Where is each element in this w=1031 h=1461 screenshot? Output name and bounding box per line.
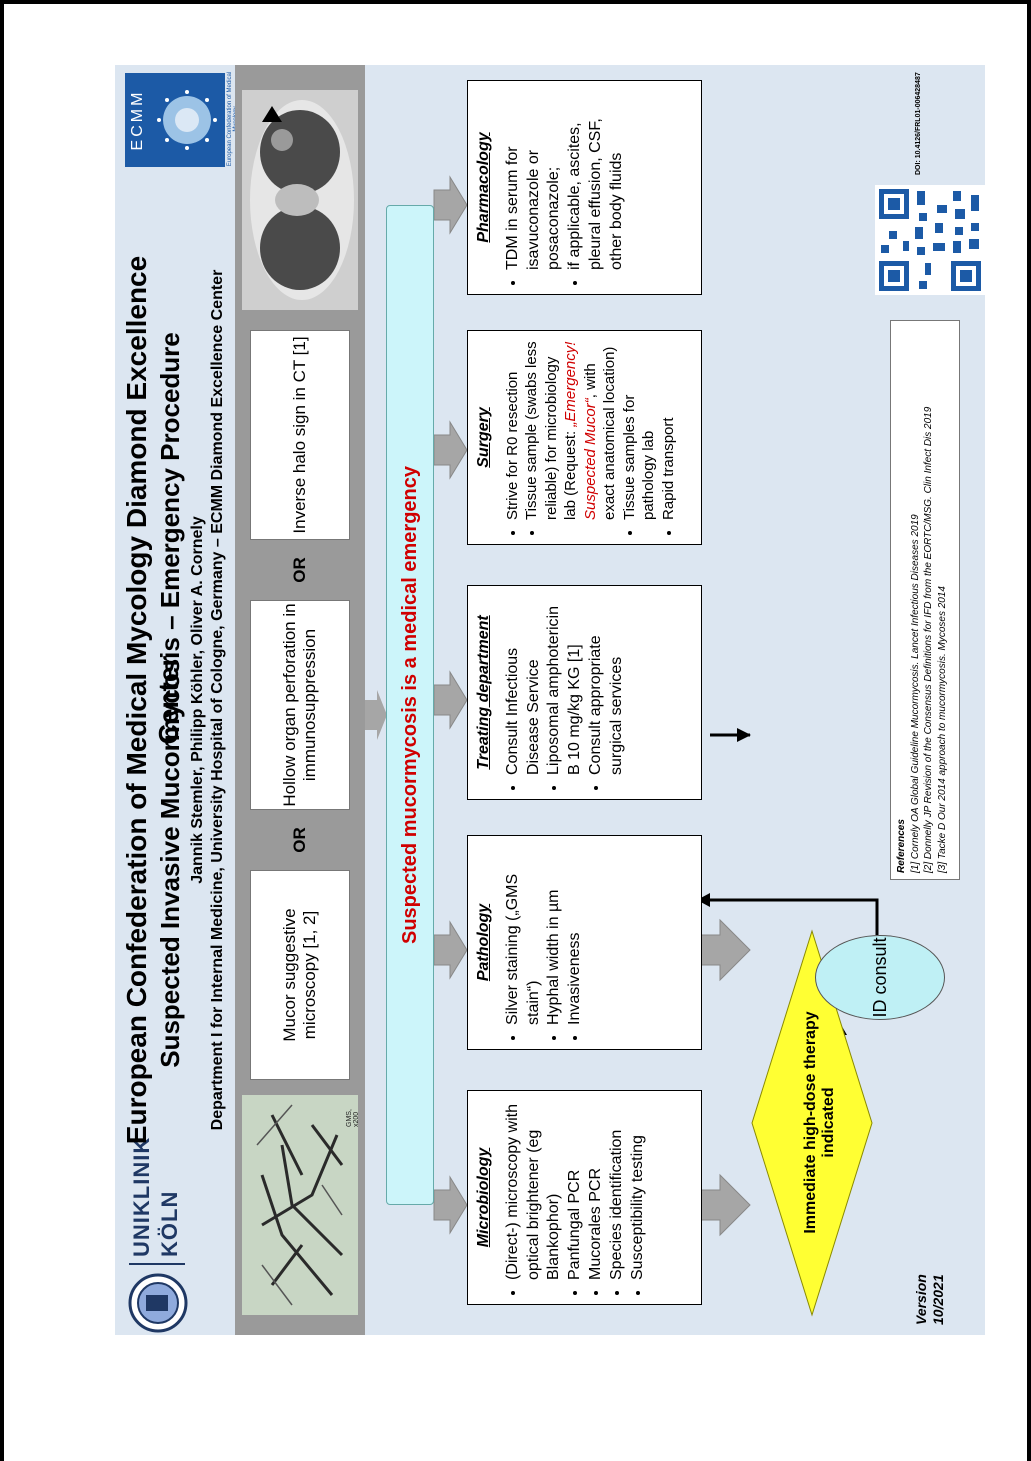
list-item: Tissue samples for pathology lab <box>620 337 659 520</box>
list-item: Invasiveness <box>565 842 586 1026</box>
ecmm-logo: ECMM <box>125 73 225 167</box>
reference-item: [1] Cornely OA Global Guideline Mucormyc… <box>909 514 921 873</box>
id-consult-label: ID consult <box>869 937 890 1018</box>
reference-item: [3] Tacke D Our 2014 approach to mucormy… <box>936 586 948 873</box>
version-info: Version 10/2021 <box>913 1245 947 1325</box>
uniklinik-logo: UNIKLINIK KÖLN <box>123 1137 223 1333</box>
references-heading: References <box>896 819 907 873</box>
list-item: Species identification <box>607 1097 628 1280</box>
uniklinik-seal-icon <box>128 1273 188 1333</box>
microbiology-box: Microbiology (Direct-) microscopy with o… <box>467 1090 702 1305</box>
list-item: Consult Infectious Disease Service <box>503 592 545 775</box>
version-label: Version <box>913 1274 929 1325</box>
pharmacology-list: TDM in serum for isavuconazole or posaco… <box>503 87 628 288</box>
pathology-box: Pathology Silver staining („GMS stain“) … <box>467 835 702 1050</box>
microbiology-list: (Direct-) microscopy with optical bright… <box>503 1097 649 1298</box>
list-item: Consult appropriate surgical services <box>586 592 628 775</box>
ecmm-globe-icon <box>157 90 217 150</box>
treating-department-box: Treating department Consult Infectious D… <box>467 585 702 800</box>
ct-scan-image <box>242 90 358 310</box>
emergency-banner: Suspected mucormycosis is a medical emer… <box>386 205 434 1205</box>
list-item: Liposomal amphotericin B 10 mg/kg KG [1] <box>544 592 586 775</box>
lung-ct-image <box>242 90 358 310</box>
treating-list: Consult Infectious Disease Service Lipos… <box>503 592 628 793</box>
list-item: TDM in serum for isavuconazole or posaco… <box>503 87 565 270</box>
qr-code <box>875 185 985 295</box>
band-arrow-spacer <box>359 685 367 745</box>
id-consult-oval: ID consult <box>815 935 945 1020</box>
treating-title: Treating department <box>475 615 492 770</box>
list-item: Tissue sample (swabs less reliable) for … <box>522 337 620 520</box>
list-item: Silver staining („GMS stain“) <box>503 842 545 1025</box>
flow-arrows <box>365 175 879 1237</box>
pathology-title: Pathology <box>475 903 492 982</box>
diamond-label: Immediate high-dose therapy indicated <box>802 1011 837 1234</box>
surgery-title: Surgery <box>475 407 492 468</box>
poster: UNIKLINIK KÖLN European Confederation of… <box>115 65 985 1335</box>
diamond-shape <box>751 929 873 1317</box>
list-item: Mucorales PCR <box>586 1097 607 1280</box>
pharmacology-title: Pharmacology <box>475 132 492 243</box>
list-item: Panfungal PCR <box>565 1097 586 1280</box>
microscopy-image: GMS, x200 <box>242 1095 358 1315</box>
list-item: Susceptibility testing <box>628 1097 649 1280</box>
pharmacology-box: Pharmacology TDM in serum for isavuconaz… <box>467 80 702 295</box>
list-item: (Direct-) microscopy with optical bright… <box>503 1097 565 1280</box>
pathology-list: Silver staining („GMS stain“) Hyphal wid… <box>503 842 586 1043</box>
reference-item: [2] Donnelly JP Revision of the Consensu… <box>923 406 934 873</box>
microbiology-title: Microbiology <box>475 1147 492 1248</box>
fungal-hyphae-image <box>242 1095 358 1315</box>
references-box: References [1] Cornely OA Global Guideli… <box>890 320 960 880</box>
therapy-diamond: Immediate high-dose therapy indicated <box>750 929 875 1317</box>
surgery-box: Surgery Strive for R0 resection Tissue s… <box>467 330 702 545</box>
list-item: Hyphal width in µm <box>544 842 565 1026</box>
doi-text: DOI: 10.4126/FRL01-006428487 <box>915 72 922 175</box>
surgery-list: Strive for R0 resection Tissue sample (s… <box>503 337 679 538</box>
list-item: if applicable, ascites, pleural effusion… <box>565 87 627 270</box>
version-date: 10/2021 <box>929 1274 946 1325</box>
qr-code-icon <box>879 189 981 291</box>
list-item: Rapid transport <box>659 337 679 520</box>
list-item: Strive for R0 resection <box>503 337 523 520</box>
